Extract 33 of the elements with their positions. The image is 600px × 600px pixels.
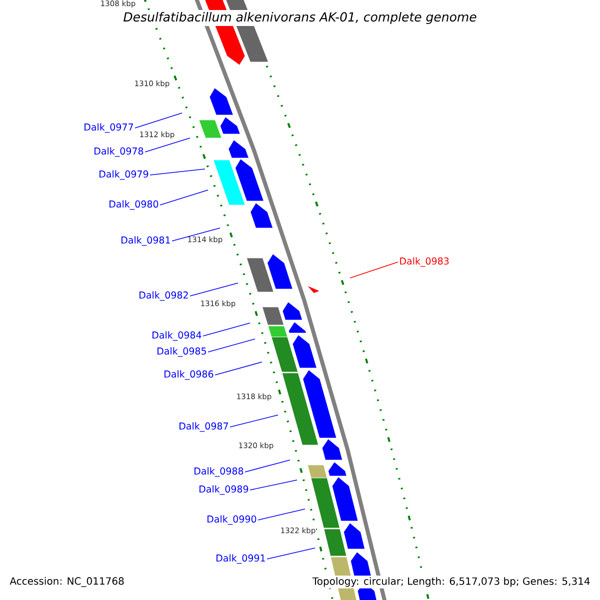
leader-line [266,548,316,560]
gene-label: Dalk_0985 [158,347,206,357]
gene-label: Dalk_0980 [110,200,158,210]
gene-label: Dalk_0979 [100,170,148,180]
gene-label: Dalk_0991 [216,554,265,564]
leader-line [214,362,262,376]
leader-line [172,228,220,242]
leader-line [150,168,206,176]
gene-label: Dalk_0987 [180,422,228,432]
gene-label: Dalk_0978 [94,147,144,157]
genome-info-label: Topology: circular; Length: 6,517,073 bp; Genes: 5,314 [310,576,592,588]
gene-label: Dalk_0986 [164,370,214,380]
leader-line [244,460,290,472]
leader-line [144,138,190,152]
leader-line [250,480,298,490]
leader-line [350,262,398,278]
gene-label: Dalk_0981 [122,236,170,246]
accession-label: Accession: NC_011768 [8,576,126,588]
leader-line [258,508,306,520]
leader-line [160,190,208,206]
gene-label: Dalk_0982 [140,291,188,301]
gene-label: Dalk_0988 [194,467,244,477]
leader-line [134,112,182,128]
gene-label: Dalk_0983 [400,257,449,267]
gene-label: Dalk_0977 [84,123,133,133]
leader-line [202,322,250,336]
gene-label: Dalk_0990 [208,515,256,525]
leader-line [230,414,278,428]
gene-label: Dalk_0984 [152,331,202,341]
title: Desulfatibacillum alkenivorans AK-01, complete genome [121,10,479,26]
leader-line [208,338,256,352]
leader-line [190,282,238,296]
gene-label: Dalk_0989 [200,485,248,495]
